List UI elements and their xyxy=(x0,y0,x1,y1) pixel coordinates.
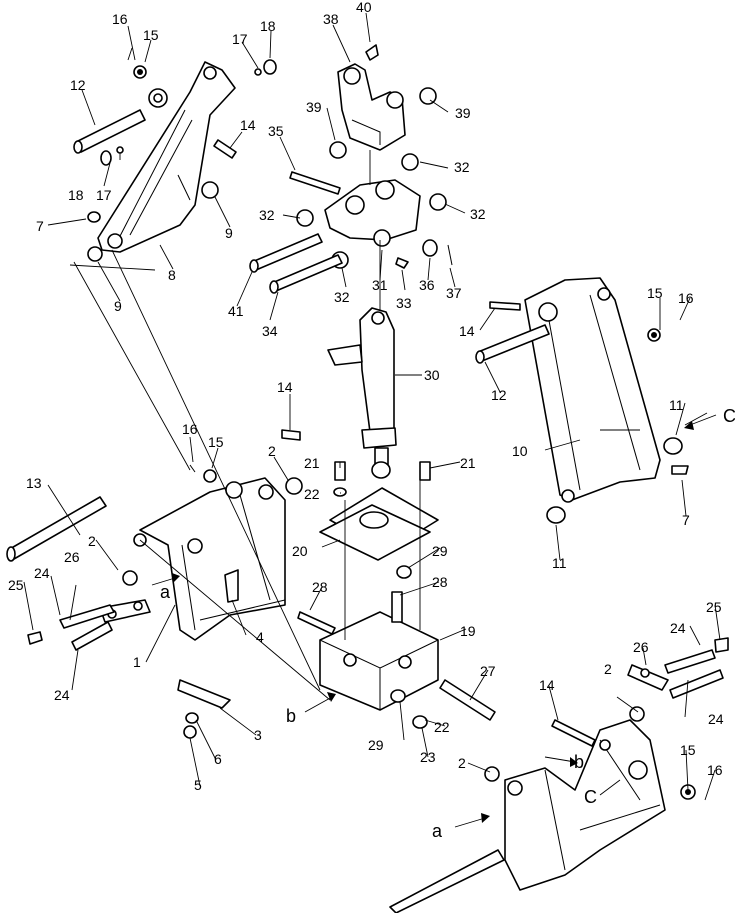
callout-15: 15 xyxy=(143,27,159,43)
callout-19: 19 xyxy=(460,623,476,639)
callout-28: 28 xyxy=(312,579,328,595)
callout-34: 34 xyxy=(262,323,278,339)
callout-36: 36 xyxy=(419,277,435,293)
callout-6: 6 xyxy=(214,751,222,767)
link-plate-26-left xyxy=(27,570,151,651)
callout-18: 18 xyxy=(68,187,84,203)
shim-plate-20 xyxy=(319,487,439,561)
callout-11: 11 xyxy=(552,555,567,571)
callout-35: 35 xyxy=(268,123,284,139)
callout-25: 25 xyxy=(8,577,24,593)
left-bracket-1 xyxy=(133,429,303,739)
callout-13: 13 xyxy=(26,475,42,491)
callout-2: 2 xyxy=(604,661,612,677)
reference-arrows xyxy=(151,414,717,828)
callout-12: 12 xyxy=(70,77,86,93)
callout-2: 2 xyxy=(88,533,96,549)
assembly-line-left xyxy=(73,249,331,701)
callout-31: 31 xyxy=(372,277,388,293)
callout-32: 32 xyxy=(454,159,470,175)
callout-23: 23 xyxy=(420,749,436,765)
callout-26: 26 xyxy=(64,549,80,565)
right-bracket xyxy=(389,637,729,913)
ref-c: C xyxy=(723,406,735,426)
callout-39: 39 xyxy=(306,99,322,115)
callout-25: 25 xyxy=(706,599,722,615)
callout-16: 16 xyxy=(678,290,694,306)
callout-leaders xyxy=(23,12,721,801)
callout-2: 2 xyxy=(458,755,466,771)
callout-12: 12 xyxy=(491,387,507,403)
top-bracket-38 xyxy=(329,44,437,159)
callout-14: 14 xyxy=(240,117,256,133)
callout-32: 32 xyxy=(470,206,486,222)
ref-a: a xyxy=(432,821,443,841)
callout-40: 40 xyxy=(356,0,372,15)
callout-14: 14 xyxy=(459,323,475,339)
mounting-block-19 xyxy=(297,461,496,729)
hydraulic-cylinder-30 xyxy=(327,307,397,479)
callout-9: 9 xyxy=(114,298,122,314)
pin-12-left xyxy=(73,109,146,154)
callout-32: 32 xyxy=(259,207,275,223)
callout-4: 4 xyxy=(256,629,264,645)
callout-22: 22 xyxy=(304,486,320,502)
callout-7: 7 xyxy=(36,218,44,234)
callout-21: 21 xyxy=(304,455,320,471)
callout-26: 26 xyxy=(633,639,649,655)
callout-18: 18 xyxy=(260,18,276,34)
center-yoke-31 xyxy=(289,153,453,269)
callout-41: 41 xyxy=(228,303,244,319)
callout-28: 28 xyxy=(432,574,448,590)
callout-15: 15 xyxy=(208,434,224,450)
callout-32: 32 xyxy=(334,289,350,305)
callout-14: 14 xyxy=(539,677,555,693)
callout-17: 17 xyxy=(96,187,112,203)
callout-10: 10 xyxy=(512,443,528,459)
callout-5: 5 xyxy=(194,777,202,793)
callout-11: 11 xyxy=(669,397,684,413)
callout-labels: 16 15 18 17 12 14 18 17 7 9 8 9 38 40 39… xyxy=(8,0,735,841)
callout-9: 9 xyxy=(225,225,233,241)
callout-24: 24 xyxy=(670,620,686,636)
callout-21: 21 xyxy=(460,455,476,471)
ref-a: a xyxy=(160,582,171,602)
callout-22: 22 xyxy=(434,719,450,735)
pin-13 xyxy=(6,496,107,562)
callout-16: 16 xyxy=(112,11,128,27)
callout-24: 24 xyxy=(34,565,50,581)
callout-14: 14 xyxy=(277,379,293,395)
callout-16: 16 xyxy=(707,762,723,778)
callout-2: 2 xyxy=(268,443,276,459)
pins-34-41 xyxy=(249,233,343,294)
callout-3: 3 xyxy=(254,727,262,743)
callout-17: 17 xyxy=(232,31,248,47)
callout-1: 1 xyxy=(133,654,141,670)
callout-24: 24 xyxy=(708,711,724,727)
callout-29: 29 xyxy=(432,543,448,559)
callout-8: 8 xyxy=(168,267,176,283)
callout-16: 16 xyxy=(182,421,198,437)
ref-c: C xyxy=(584,787,597,807)
callout-15: 15 xyxy=(647,285,663,301)
callout-30: 30 xyxy=(424,367,440,383)
callout-38: 38 xyxy=(323,11,339,27)
link-arm-left xyxy=(97,61,236,253)
callout-24: 24 xyxy=(54,687,70,703)
ref-b: b xyxy=(286,706,296,726)
callout-39: 39 xyxy=(455,105,471,121)
callout-29: 29 xyxy=(368,737,384,753)
small-parts-top-left xyxy=(87,47,277,262)
link-arm-right xyxy=(475,277,689,524)
callout-37: 37 xyxy=(446,285,462,301)
ref-b: b xyxy=(574,752,584,772)
callout-7: 7 xyxy=(682,512,690,528)
callout-27: 27 xyxy=(480,663,496,679)
callout-33: 33 xyxy=(396,295,412,311)
callout-20: 20 xyxy=(292,543,308,559)
callout-15: 15 xyxy=(680,742,696,758)
